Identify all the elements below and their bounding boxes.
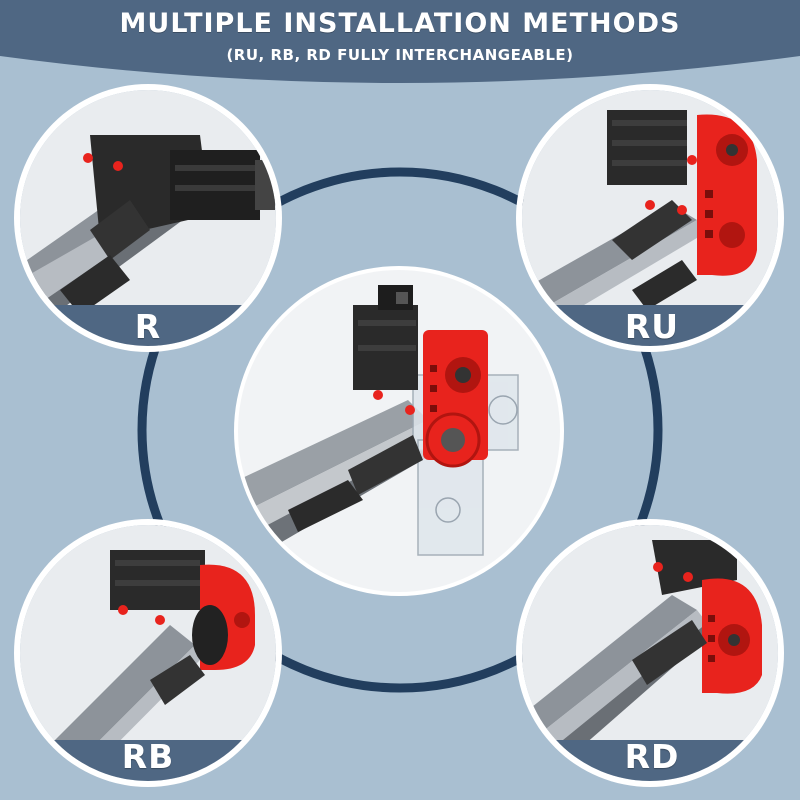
carriage-rb bbox=[150, 655, 205, 705]
carriage-r bbox=[60, 200, 150, 315]
connector-ring bbox=[137, 167, 663, 693]
carriage-rd bbox=[632, 620, 707, 685]
red-bolt-1 bbox=[83, 153, 93, 163]
page-subtitle: (RU, RB, RD FULLY INTERCHANGEABLE) bbox=[226, 46, 574, 64]
motor-rb bbox=[110, 550, 205, 610]
bubble-center bbox=[238, 270, 560, 592]
label-ru: RU bbox=[624, 307, 680, 346]
page-title: MULTIPLE INSTALLATION METHODS bbox=[119, 8, 681, 39]
motor-ru bbox=[607, 110, 687, 185]
red-bracket-rd bbox=[702, 578, 762, 694]
red-bracket-ru bbox=[697, 114, 757, 276]
bubble-rb bbox=[20, 525, 276, 781]
header-banner bbox=[0, 0, 800, 83]
carriage-ru bbox=[612, 200, 697, 310]
motor-center bbox=[353, 285, 418, 390]
red-bolt-2 bbox=[113, 161, 123, 171]
carriage-center bbox=[288, 435, 423, 532]
label-rb: RB bbox=[121, 737, 175, 776]
label-r: R bbox=[134, 307, 162, 346]
label-rd: RD bbox=[624, 737, 680, 776]
bubble-ru bbox=[522, 90, 778, 346]
red-bracket-rb bbox=[192, 564, 255, 670]
red-bracket-center bbox=[423, 330, 488, 468]
